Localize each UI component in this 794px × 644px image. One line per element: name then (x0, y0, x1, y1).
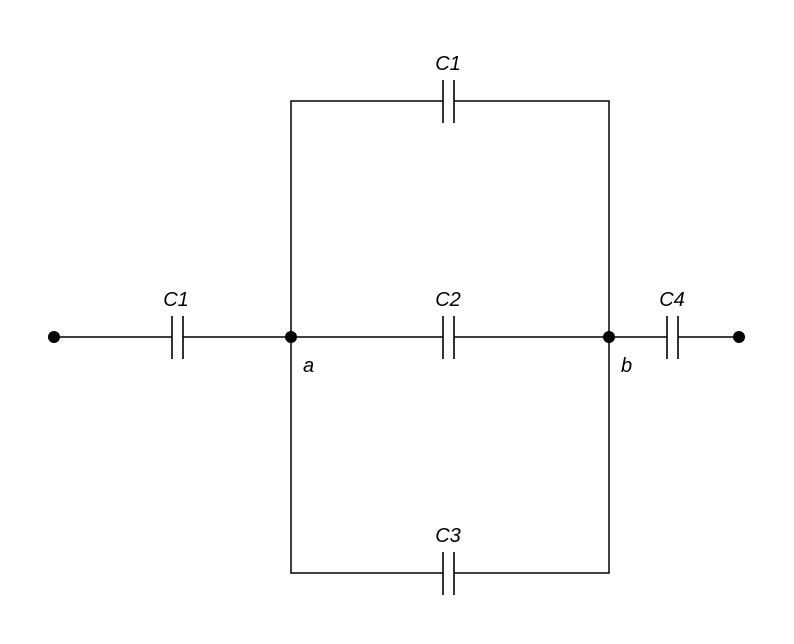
capacitor-middle (442, 316, 455, 359)
terminal-left (48, 331, 60, 343)
capacitor-right (666, 316, 679, 359)
capacitor-bottom (442, 552, 455, 595)
label-capacitor-left: C1 (163, 289, 189, 311)
label-capacitor-top: C1 (435, 53, 461, 75)
label-capacitor-right: C4 (659, 289, 685, 311)
node-a-dot (285, 331, 297, 343)
label-node-b: b (621, 355, 632, 377)
wire-bottom-branch-left (290, 337, 443, 574)
label-node-a: a (303, 355, 314, 377)
wire-top-branch-right (454, 100, 610, 337)
node-b-dot (603, 331, 615, 343)
label-capacitor-bottom: C3 (435, 525, 461, 547)
wires (54, 100, 739, 574)
label-capacitor-middle: C2 (435, 289, 461, 311)
wire-top-branch-left (290, 100, 443, 337)
wire-bottom-branch-right (454, 337, 610, 574)
capacitor-left (171, 316, 184, 359)
capacitor-top (442, 80, 455, 123)
terminal-right (733, 331, 745, 343)
